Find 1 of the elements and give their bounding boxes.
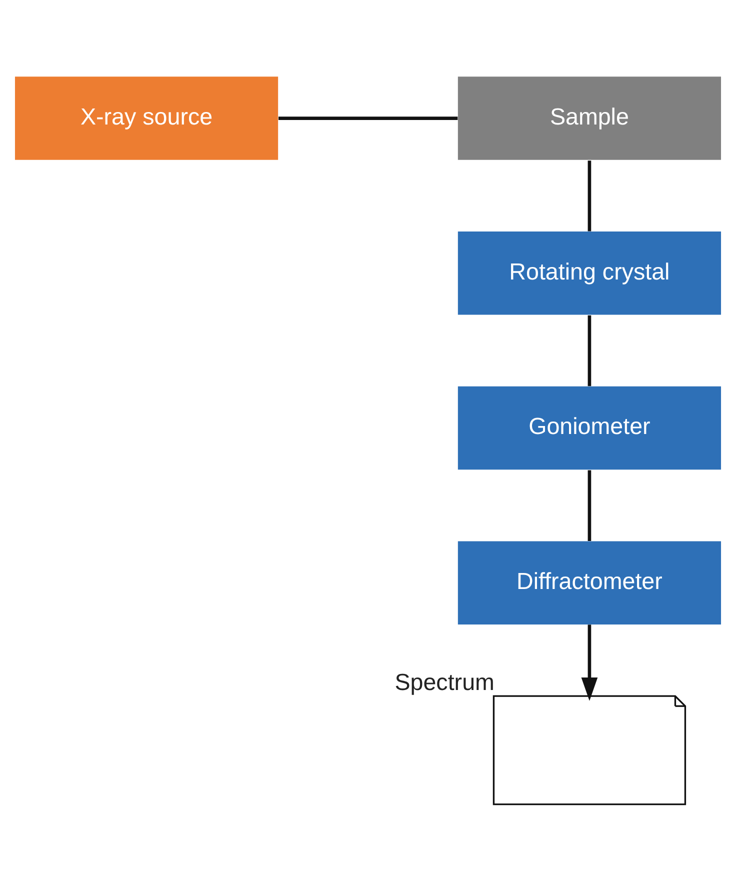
node-label: Spectrum [394,668,494,695]
